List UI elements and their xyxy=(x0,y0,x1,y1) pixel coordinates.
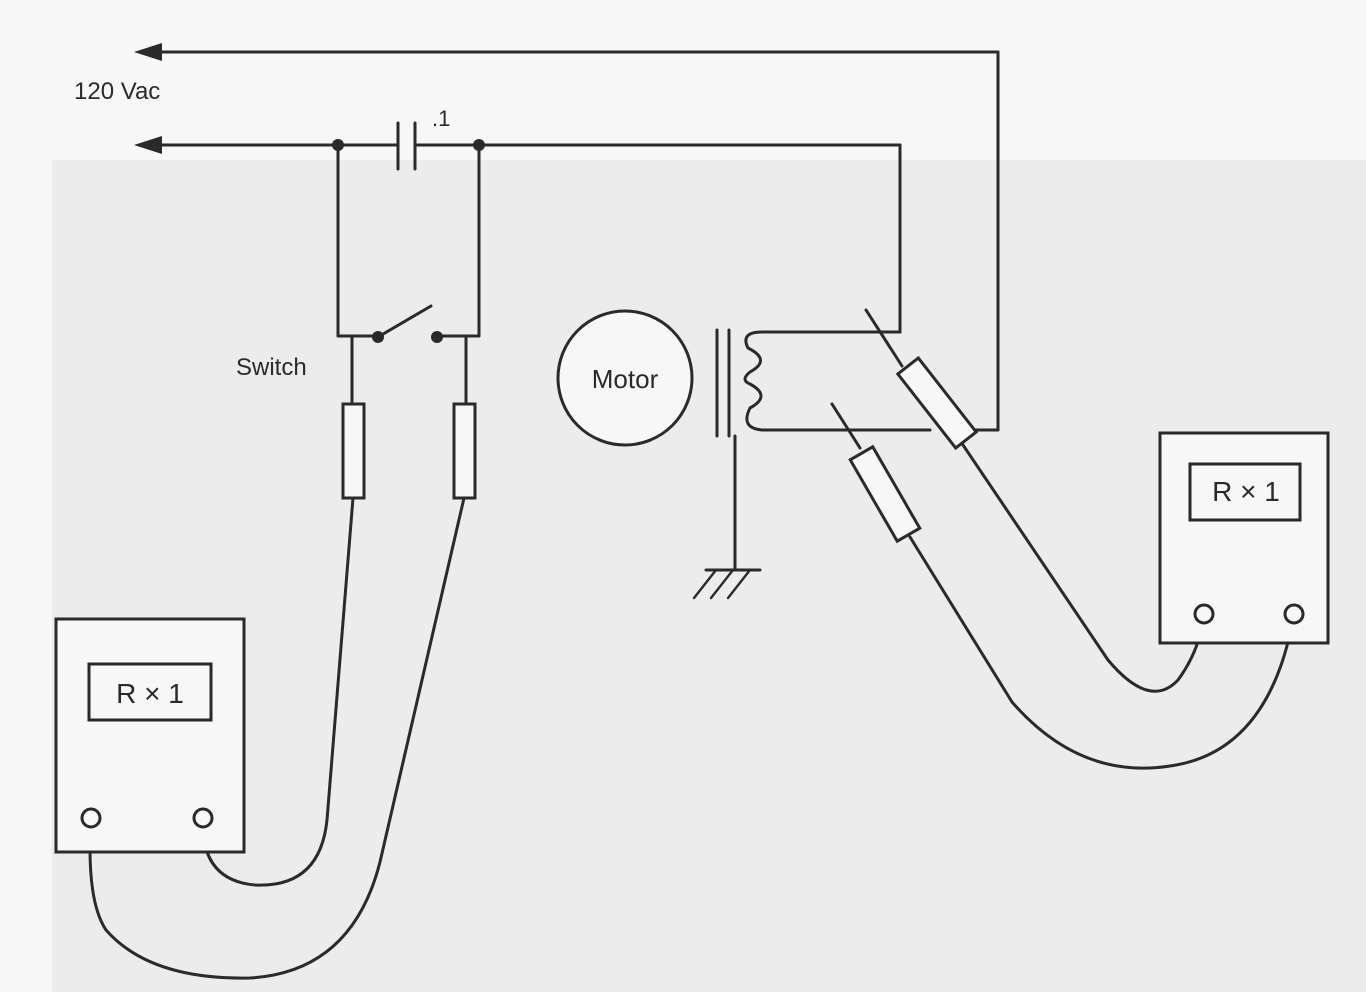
motor-label: Motor xyxy=(592,364,659,394)
arrow-left-icon xyxy=(134,43,162,61)
motor-symbol: Motor xyxy=(556,309,694,447)
switch-label: Switch xyxy=(236,354,307,381)
meter-display xyxy=(87,662,213,722)
ohmmeter-right: R × 1 xyxy=(1158,431,1330,645)
coil-symbol xyxy=(715,328,932,438)
jack-terminal xyxy=(1283,603,1305,625)
capacitor-value-label: .1 xyxy=(432,106,450,131)
ohmmeter-left: R × 1 xyxy=(54,617,246,854)
meter-range-label: R × 1 xyxy=(1212,476,1280,507)
supply-line-bottom xyxy=(134,136,902,334)
probe-left-b xyxy=(452,402,477,500)
test-lead xyxy=(88,496,466,980)
switch-symbol xyxy=(336,143,481,406)
meter-display xyxy=(1188,462,1302,522)
supply-line-top xyxy=(134,43,1000,432)
jack-terminal xyxy=(192,807,214,829)
ground-symbol xyxy=(692,434,762,600)
shaded-background xyxy=(52,160,1366,992)
probe-right-a xyxy=(864,308,1206,693)
jack-terminal xyxy=(80,807,102,829)
capacitor-symbol xyxy=(396,121,417,171)
probe-right-b xyxy=(830,402,1296,770)
meter-range-label: R × 1 xyxy=(116,678,184,709)
jack-terminal xyxy=(1193,603,1215,625)
arrow-left-icon xyxy=(134,136,162,154)
supply-voltage-label: 120 Vac xyxy=(74,78,160,105)
probe-left-a xyxy=(341,402,366,500)
